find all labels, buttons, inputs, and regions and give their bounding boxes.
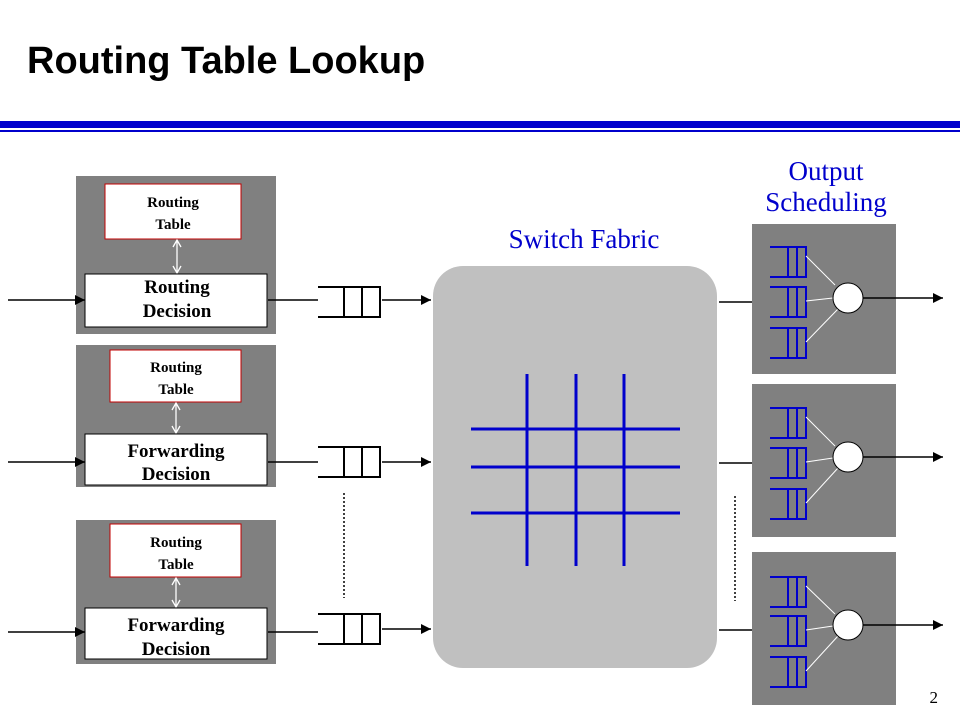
linecard-3: Routing Table Forwarding Decision xyxy=(76,520,276,664)
input-queue-3 xyxy=(318,613,381,645)
output-scheduler-3 xyxy=(752,552,943,705)
output-scheduler-1 xyxy=(752,224,943,374)
slide-title: Routing Table Lookup xyxy=(27,40,426,82)
title-underline-thick xyxy=(0,121,960,128)
title-underline-thin xyxy=(0,130,960,132)
linecard-2: Routing Table Forwarding Decision xyxy=(76,345,276,487)
output-scheduling-label: Scheduling xyxy=(765,187,887,217)
scheduler-node xyxy=(832,609,864,641)
routing-table-box xyxy=(109,349,242,403)
input-queue-2 xyxy=(318,446,381,478)
output-scheduler-2 xyxy=(752,384,943,537)
routing-table-box xyxy=(104,183,242,240)
output-port-background xyxy=(752,384,896,537)
queue-to-fabric-arrows xyxy=(382,295,431,634)
decision-label: Decision xyxy=(142,464,211,485)
output-scheduling-label: Output xyxy=(788,156,864,186)
decision-label: Decision xyxy=(142,639,211,660)
routing-table-label: Routing xyxy=(150,360,202,376)
input-arrows xyxy=(8,295,85,637)
routing-table-box xyxy=(109,523,242,578)
routing-table-label: Table xyxy=(158,557,194,573)
crossbar-grid xyxy=(471,374,680,566)
decision-label: Routing xyxy=(144,277,210,298)
decision-box xyxy=(84,607,268,660)
input-queue-1 xyxy=(318,286,381,318)
decision-label: Forwarding xyxy=(127,441,225,462)
decision-label: Decision xyxy=(143,301,212,322)
routing-table-label: Table xyxy=(158,382,194,398)
linecard-1: Routing Table Routing Decision xyxy=(76,176,276,334)
switch-fabric: Switch Fabric xyxy=(433,224,717,668)
page-number: 2 xyxy=(929,688,939,707)
routing-table-label: Routing xyxy=(147,195,199,211)
decision-box xyxy=(84,433,268,486)
scheduler-node xyxy=(832,441,864,473)
decision-box xyxy=(84,273,268,328)
routing-table-label: Routing xyxy=(150,535,202,551)
decision-label: Forwarding xyxy=(127,615,225,636)
scheduler-node xyxy=(832,282,864,314)
switch-fabric-label: Switch Fabric xyxy=(509,224,660,254)
output-port-background xyxy=(752,552,896,705)
routing-table-label: Table xyxy=(155,217,191,233)
